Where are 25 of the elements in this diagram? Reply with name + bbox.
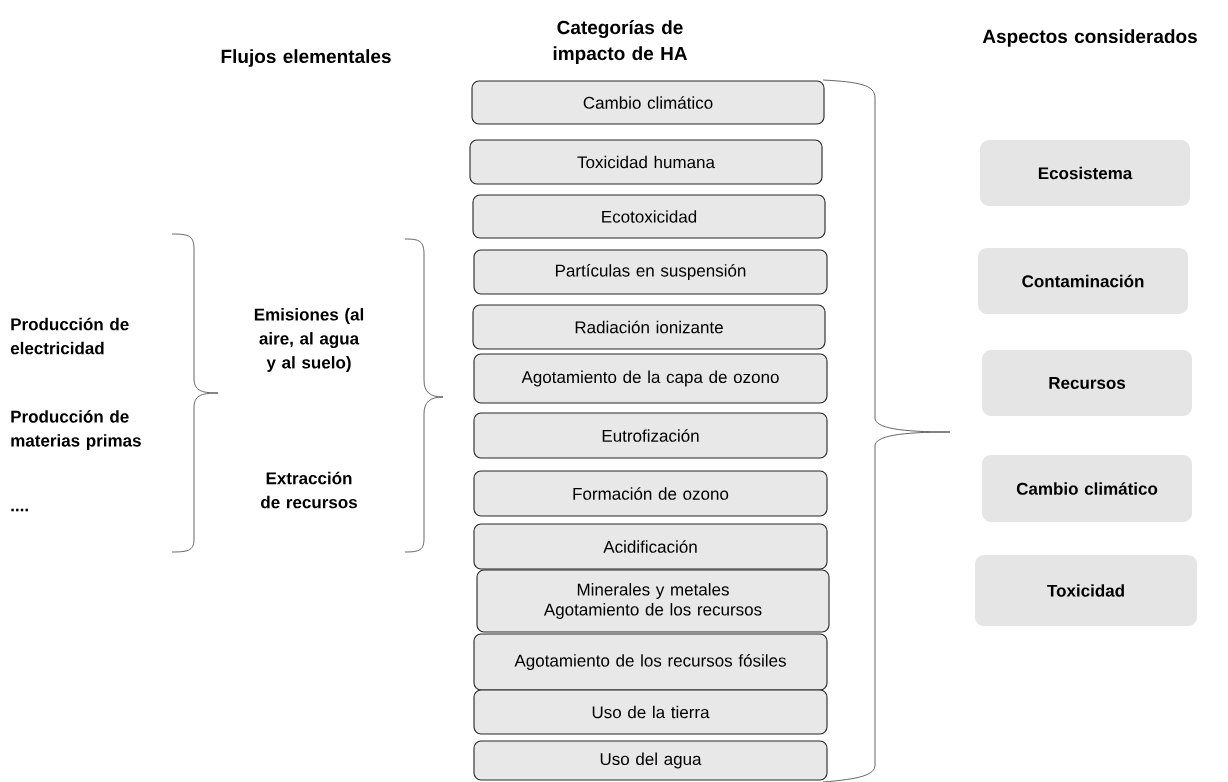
- flow-label: Producción de materias primas: [11, 410, 141, 450]
- category-box: Minerales y metales Agotamiento de los recursos: [476, 569, 830, 633]
- flow-label: Extracción de recursos: [261, 471, 357, 509]
- category-box: Toxicidad humana: [469, 139, 823, 185]
- category-box: Formación de ozono: [473, 470, 828, 517]
- category-box: Radiación ionizante: [472, 304, 826, 350]
- aspect-box: Ecosistema: [980, 140, 1190, 206]
- aspect-box: Recursos: [982, 350, 1192, 416]
- aspect-box: Cambio climático: [982, 455, 1192, 522]
- column-heading: Aspectos considerados: [982, 29, 1197, 47]
- category-box: Ecotoxicidad: [472, 194, 826, 239]
- category-box: Acidificación: [473, 523, 828, 570]
- aspect-box: Toxicidad: [975, 555, 1197, 626]
- category-box: Uso del agua: [473, 740, 828, 781]
- flow-label: Emisiones (al aire, al agua y al suelo): [254, 308, 364, 372]
- category-box: Agotamiento de la capa de ozono: [473, 353, 828, 404]
- column-heading: Flujos elementales: [221, 49, 391, 67]
- category-box: Uso de la tierra: [473, 689, 828, 735]
- flow-label: ....: [11, 508, 28, 512]
- flow-label: Producción de electricidad: [10, 317, 129, 355]
- category-box: Partículas en suspensión: [473, 249, 828, 295]
- aspect-box: Contaminación: [978, 248, 1188, 314]
- category-box: Agotamiento de los recursos fósiles: [473, 633, 828, 691]
- category-box: Eutrofización: [473, 412, 828, 459]
- category-box: Cambio climático: [471, 80, 825, 125]
